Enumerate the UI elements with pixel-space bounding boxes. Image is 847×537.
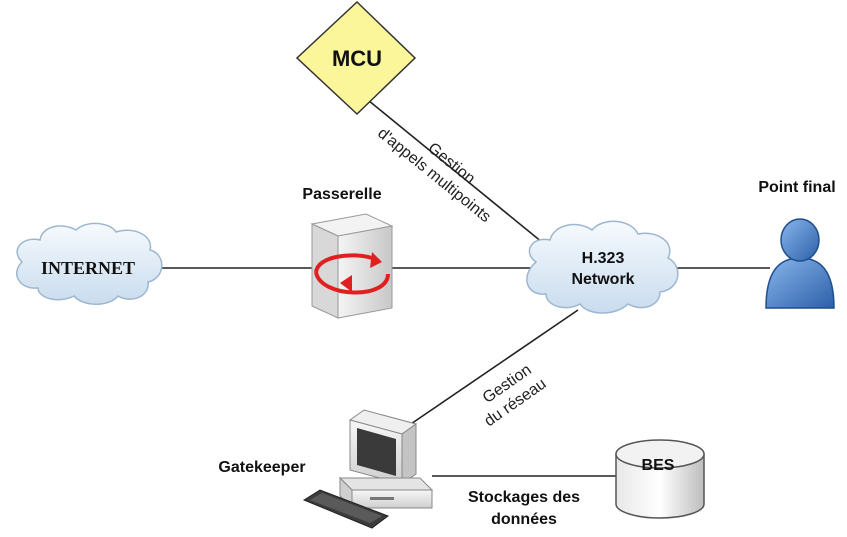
network-label-line2: Network (571, 271, 634, 288)
gatekeeper-label: Gatekeeper (218, 459, 305, 476)
database-label: BES (642, 457, 675, 474)
passerelle-label: Passerelle (302, 186, 381, 203)
server-icon (310, 213, 394, 319)
h323-network-cloud: H.323 Network (526, 220, 679, 314)
user-icon (765, 218, 835, 309)
mcu-label: MCU (332, 46, 382, 71)
endpoint-label: Point final (758, 179, 835, 196)
cloud-shape (526, 220, 679, 314)
storage-label-line1: Stockages des (468, 489, 580, 506)
mcu-edge-label: Gestion d'appels multipoints (374, 125, 494, 226)
link-mcu-network (362, 95, 549, 248)
cloud-shape (16, 222, 163, 305)
internet-label: INTERNET (41, 258, 135, 278)
network-label-line1: H.323 (582, 250, 625, 267)
storage-edge-label: Stockages des données (468, 489, 580, 528)
endpoint-node: Point final (758, 179, 836, 309)
storage-label-line2: données (491, 511, 557, 528)
link-network-gatekeeper (404, 309, 579, 429)
gatekeeper-node: Gatekeeper (218, 409, 434, 529)
gatekeeper-edge-label: Gestion du réseau (480, 361, 550, 430)
connections (160, 95, 770, 477)
database-node: BES (615, 439, 705, 519)
mcu-diamond (295, 0, 417, 116)
database-icon (615, 439, 705, 519)
computer-icon (302, 409, 434, 529)
internet-cloud: INTERNET (16, 222, 163, 305)
mcu-node: MCU (295, 0, 417, 116)
passerelle-node: Passerelle (302, 186, 394, 319)
